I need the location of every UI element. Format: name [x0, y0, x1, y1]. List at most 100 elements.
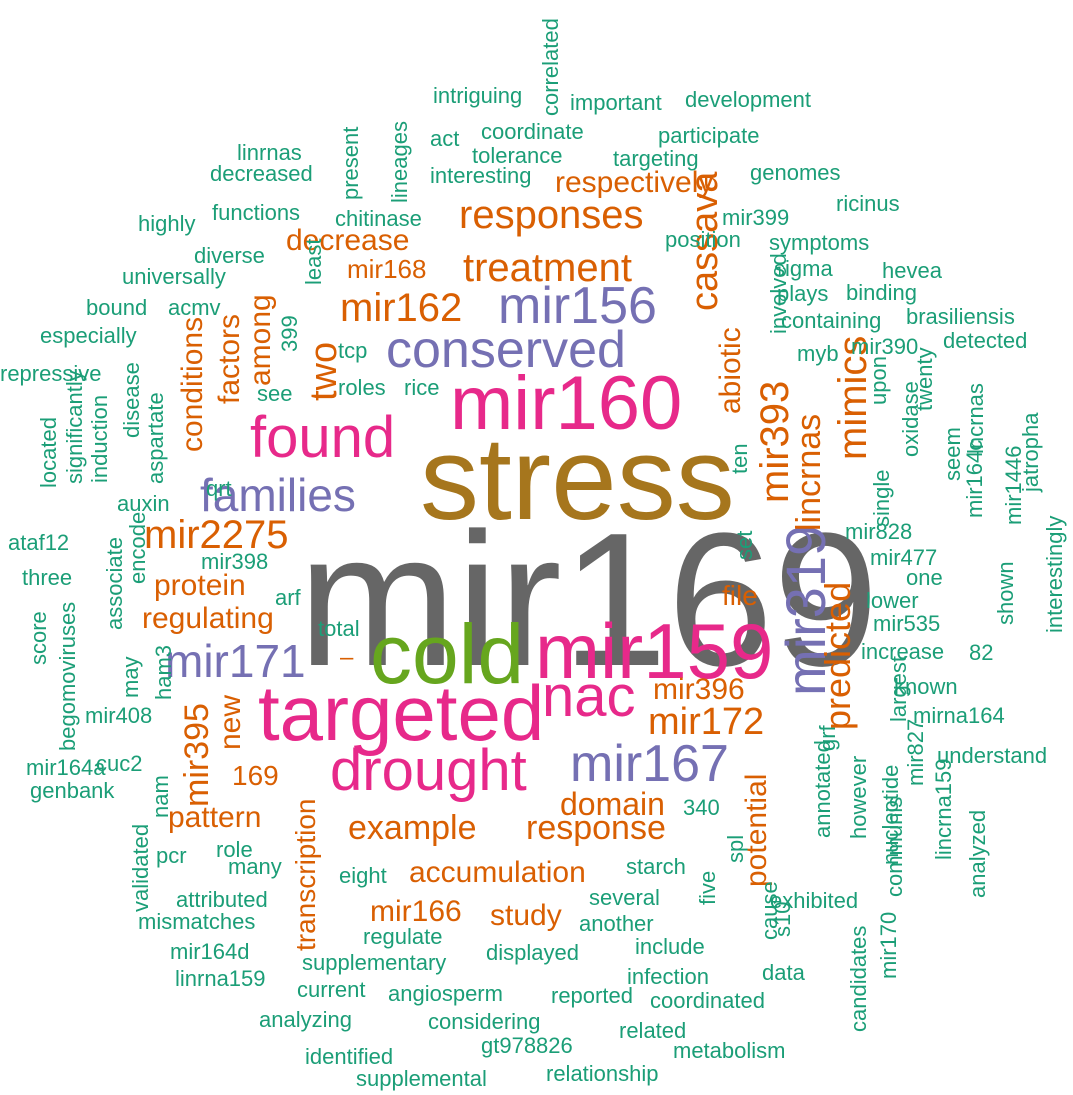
word-172: linrna159 [175, 966, 266, 991]
word-48: study [490, 899, 562, 932]
word-47: mir166 [370, 895, 462, 928]
word-15: responses [459, 193, 644, 237]
word-121: shown [993, 561, 1018, 625]
word-105: qrt [206, 476, 232, 501]
word-0: mir169 [298, 494, 879, 706]
word-55: act [430, 126, 460, 151]
word-79: bound [86, 295, 148, 320]
word-100: disease [119, 362, 144, 438]
word-139: annotated [810, 740, 835, 838]
word-122: interestingly [1042, 515, 1067, 633]
word-43: response [526, 809, 666, 847]
word-10: mir156 [498, 277, 657, 335]
word-68: highly [138, 211, 196, 236]
word-145: nam [148, 775, 173, 818]
word-161: another [579, 911, 654, 936]
word-142: 340 [683, 795, 720, 820]
word-116: mir477 [870, 545, 938, 570]
word-156: communis [882, 796, 907, 897]
word-146: however [846, 755, 871, 839]
word-86: tcp [338, 338, 368, 363]
word-112: mir398 [201, 549, 269, 574]
word-186: supplemental [356, 1066, 487, 1091]
word-11: families [200, 469, 356, 521]
word-59: present [338, 126, 363, 200]
word-135: mir408 [85, 703, 153, 728]
word-96: seem [940, 427, 965, 481]
word-82: containing [781, 308, 882, 333]
word-2: mir160 [450, 361, 683, 446]
word-72: diverse [194, 243, 265, 268]
word-85: 399 [277, 315, 302, 352]
word-111: ataf12 [8, 530, 70, 555]
word-110: mir1446 [1001, 445, 1026, 525]
word-129: increase [861, 639, 945, 664]
word-20: mir168 [347, 254, 427, 284]
word-180: considering [428, 1009, 541, 1034]
word-66: chitinase [335, 206, 422, 231]
word-181: related [619, 1018, 687, 1043]
word-178: coordinated [650, 988, 765, 1013]
word-6: found [250, 405, 396, 470]
word-137: understand [937, 743, 1048, 768]
word-164: regulate [363, 924, 443, 949]
word-90: repressive [0, 361, 102, 386]
word-25: predicted [817, 581, 858, 730]
word-80: acmv [168, 295, 221, 320]
word-118: associate [102, 537, 127, 630]
word-169: candidates [846, 925, 871, 1032]
word-94: upon [866, 356, 891, 405]
word-3: cold [370, 607, 525, 701]
word-148: pcr [156, 843, 187, 868]
word-88: mir390 [851, 334, 919, 359]
word-167: displayed [486, 940, 579, 965]
word-70: position [665, 227, 741, 252]
word-104: located [36, 417, 61, 488]
word-30: conditions [176, 316, 209, 452]
word-152: many [228, 854, 282, 879]
word-149: role [216, 837, 253, 862]
word-151: validated [128, 823, 153, 912]
word-107: ten [727, 443, 752, 474]
word-17: mir162 [340, 286, 463, 330]
word-57: participate [658, 123, 760, 148]
word-60: linrnas [237, 140, 302, 165]
word-33: regulating [142, 602, 274, 635]
word-51: intriguing [433, 83, 523, 108]
word-171: supplementary [302, 950, 447, 975]
word-103: induction [87, 394, 112, 483]
word-160: mismatches [138, 909, 256, 934]
word-155: eight [339, 863, 387, 888]
word-150: starch [626, 854, 686, 879]
word-23: lincrnas [790, 413, 828, 531]
word-67: ricinus [836, 191, 900, 216]
word-64: genomes [750, 160, 841, 185]
word-1: stress [420, 413, 735, 545]
word-49: – [340, 644, 354, 671]
word-179: analyzing [259, 1007, 352, 1032]
word-144: genbank [30, 778, 115, 803]
word-123: arf [275, 585, 301, 610]
word-71: symptoms [769, 230, 870, 255]
word-173: infection [627, 964, 709, 989]
word-102: significantly [62, 370, 87, 484]
word-101: aspartate [143, 392, 168, 484]
word-58: tolerance [472, 143, 563, 168]
word-184: identified [305, 1044, 394, 1069]
word-34: file [722, 580, 758, 611]
word-166: mir164d [170, 939, 250, 964]
word-124: lower [866, 588, 919, 613]
word-62: decreased [210, 161, 313, 186]
word-162: five [695, 870, 720, 905]
word-185: relationship [546, 1061, 659, 1086]
word-54: lineages [387, 121, 412, 203]
word-159: exhibited [770, 888, 859, 913]
word-84: especially [40, 323, 137, 348]
word-5: targeted [258, 669, 545, 757]
word-114: set [732, 530, 757, 560]
word-32: protein [154, 569, 246, 602]
word-138: cuc2 [96, 751, 143, 776]
word-83: brasiliensis [906, 304, 1015, 329]
word-115: mir828 [845, 519, 913, 544]
